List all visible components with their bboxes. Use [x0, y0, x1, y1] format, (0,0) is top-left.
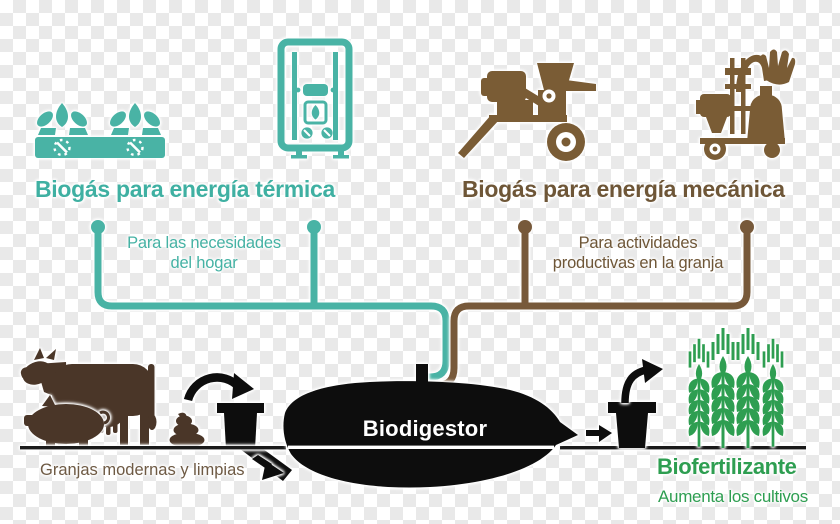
mechanical-pipe-connector: [427, 220, 754, 389]
biodigester-tank: [283, 364, 578, 488]
gas-stove-icon: [35, 103, 165, 158]
fertilizer-caption: Aumenta los cultivos: [658, 487, 808, 506]
water-heater-icon: [277, 38, 353, 159]
mechanical-heading: Biogás para energía mecánica: [462, 176, 785, 202]
thermal-heading: Biogás para energía térmica: [35, 176, 335, 202]
thermal-note-line1: Para las necesidades: [127, 234, 281, 252]
farm-caption: Granjas modernas y limpias: [40, 461, 245, 479]
wheat-crops-icon: [687, 326, 785, 450]
outlet-arrow-icon: [586, 425, 612, 442]
mechanical-note-line1: Para actividades: [578, 234, 698, 252]
mechanical-note-line2: productivas en la granja: [552, 254, 724, 272]
outlet-bucket-icon: [608, 402, 656, 448]
ground-line: [20, 446, 806, 450]
thermal-note-line2: del hogar: [170, 254, 238, 272]
milking-machine-icon: [696, 49, 796, 160]
inlet-arrow-icon: [252, 455, 284, 480]
fertilizer-heading: Biofertilizante: [657, 454, 797, 479]
mechanical-note: Para actividades productivas en la granj…: [528, 233, 748, 273]
thermal-pipe-connector: [91, 220, 450, 381]
biodigester-label: Biodigestor: [362, 416, 488, 441]
thermal-note: Para las necesidades del hogar: [94, 233, 314, 273]
feed-grinder-icon: [458, 63, 596, 161]
pig-icon: [24, 395, 111, 446]
manure-icon: [169, 412, 205, 448]
fertilizer-arrow-icon: [621, 359, 663, 404]
manure-arrow-icon: [183, 373, 254, 402]
